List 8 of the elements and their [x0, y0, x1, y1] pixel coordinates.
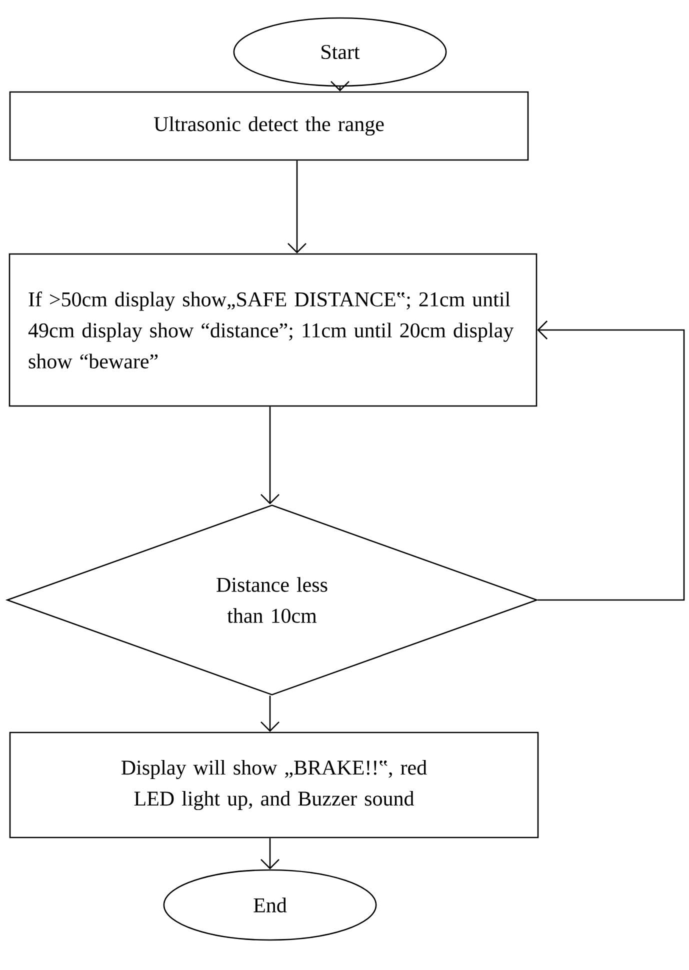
arrow	[288, 160, 306, 254]
process-box: Display will show „BRAKE!!‟, red LED light up, and Buzzer sound	[9, 732, 539, 838]
arrow	[260, 696, 280, 732]
process-box: Ultrasonic detect the range	[9, 91, 529, 161]
arrow	[260, 406, 280, 504]
arrow	[537, 320, 685, 601]
arrow	[260, 838, 280, 870]
process-box: If >50cm display show„SAFE DISTANCE‟; 21cm until 49cm display show “distance”; 11cm until 20cm display show “beware”	[8, 253, 538, 407]
